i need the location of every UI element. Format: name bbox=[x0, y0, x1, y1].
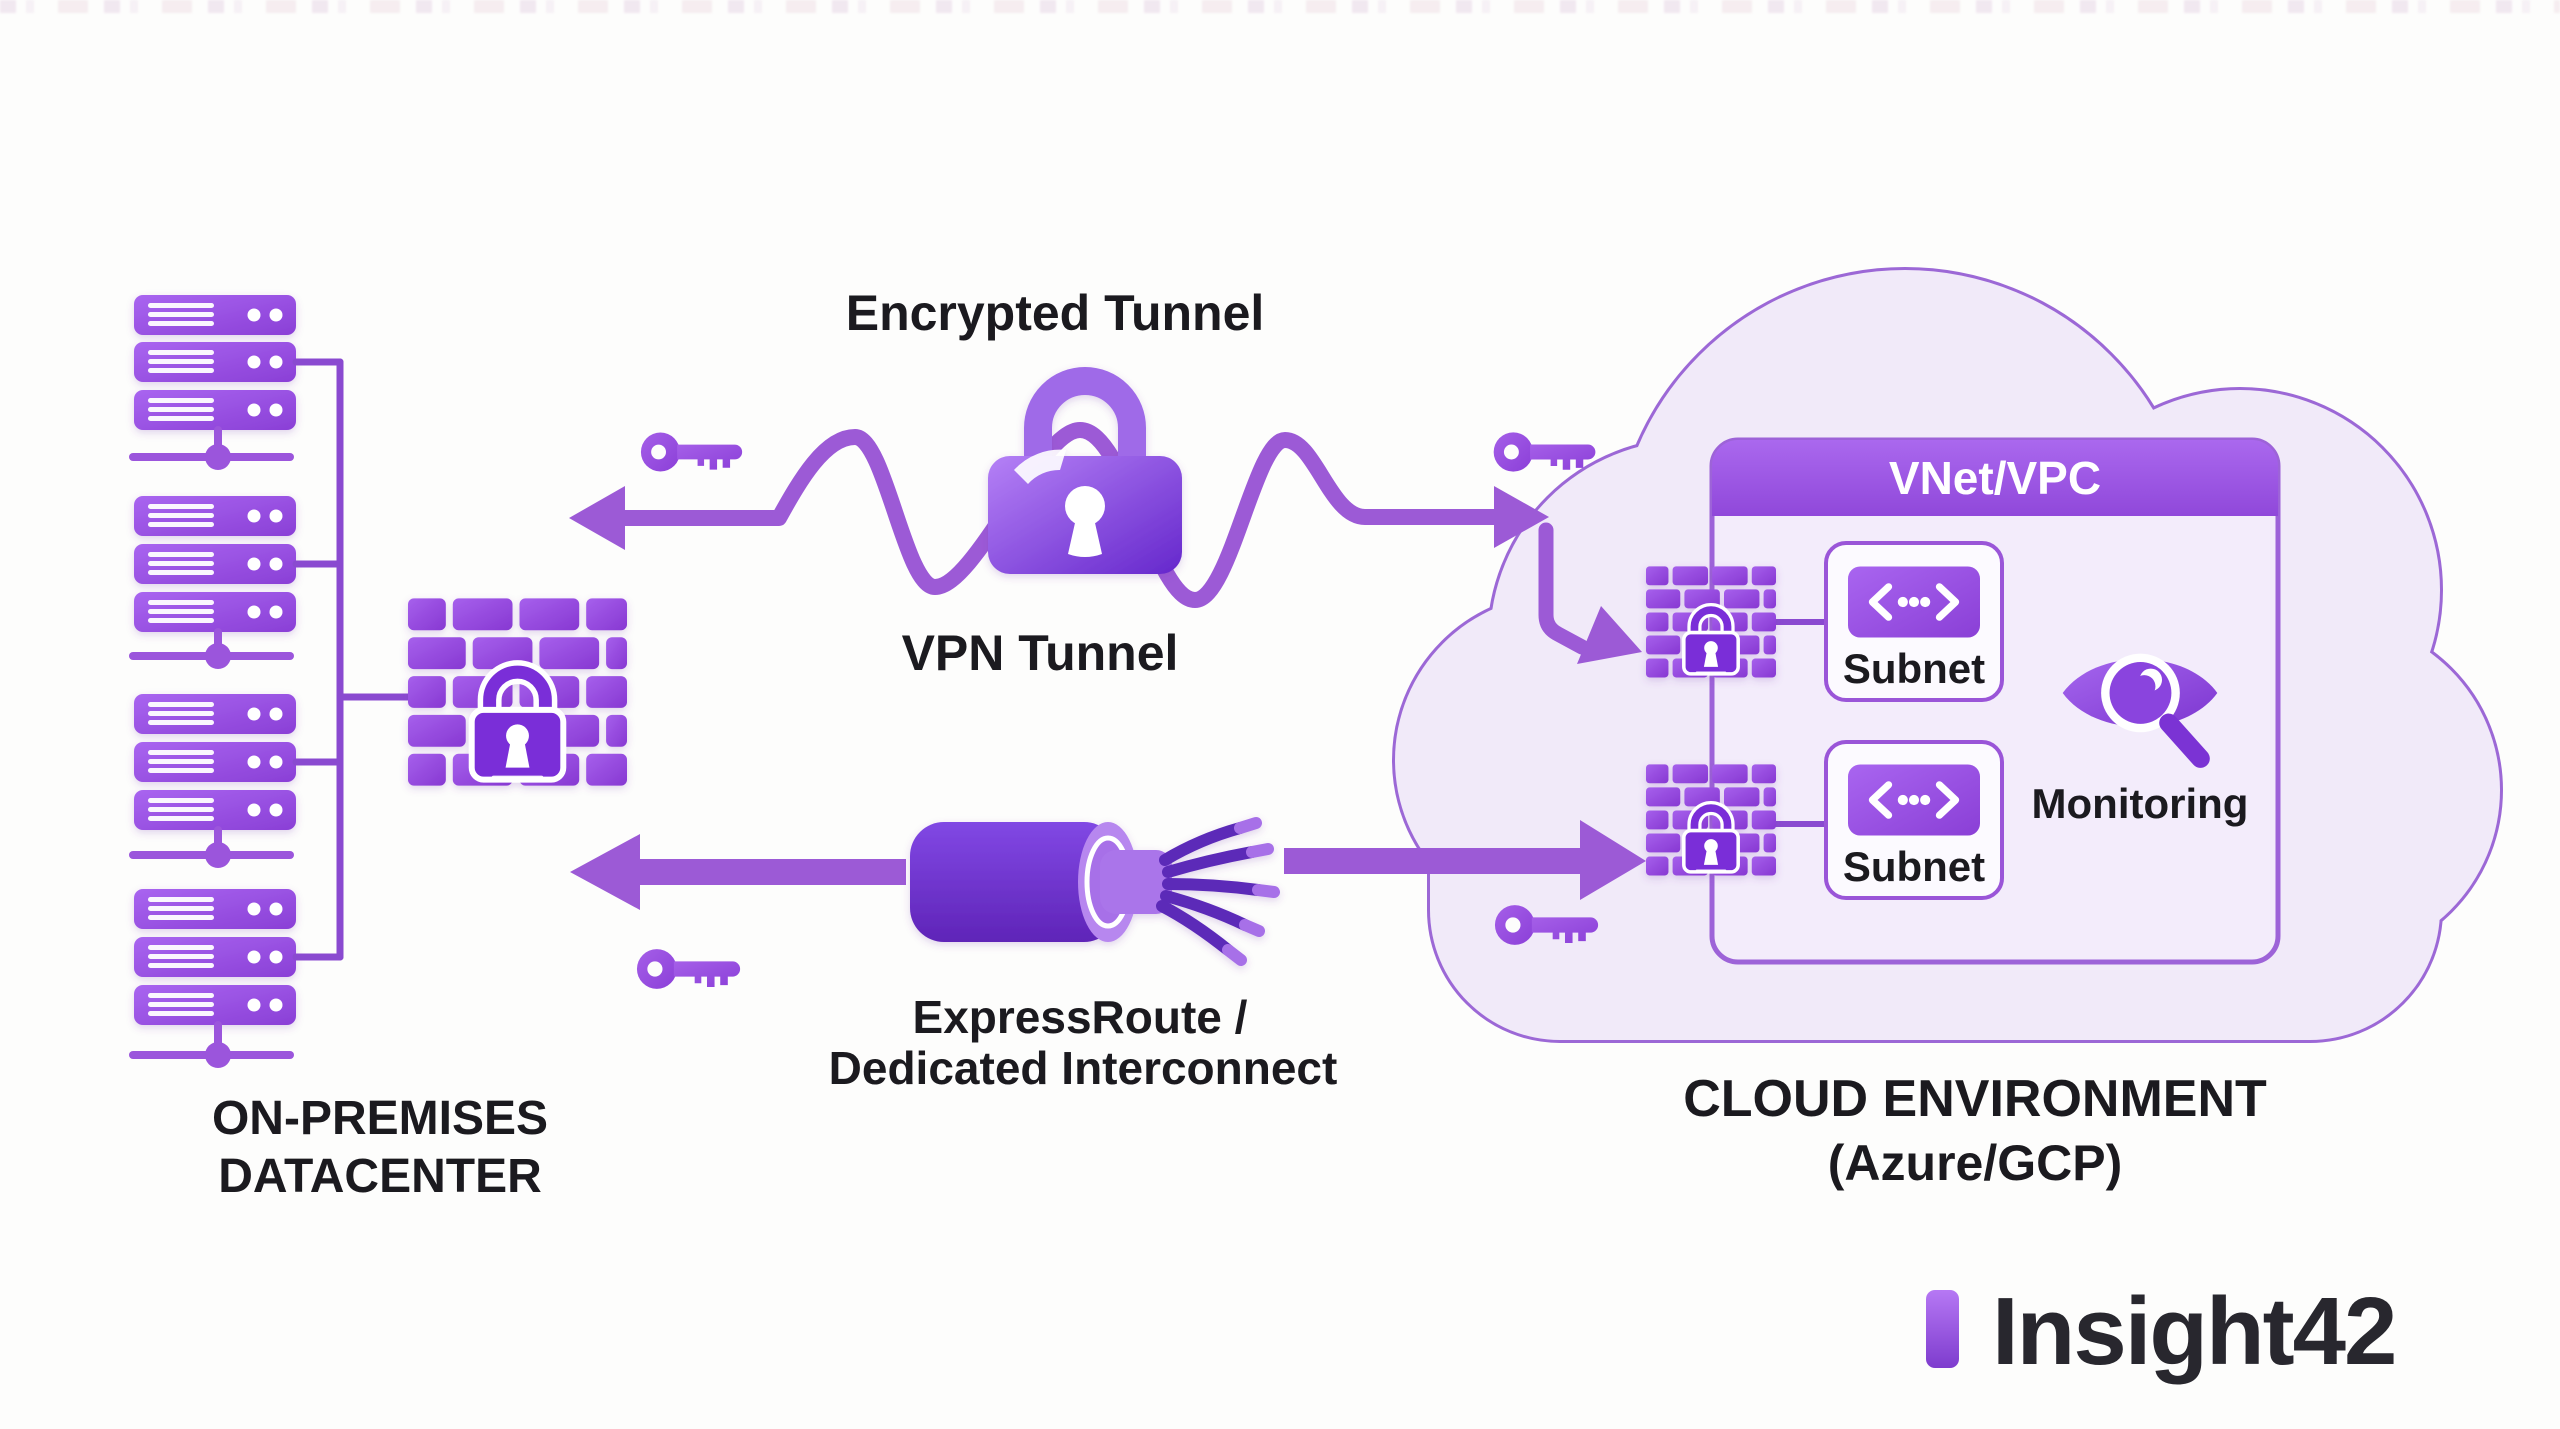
vnet-header-bar bbox=[1712, 440, 2278, 516]
vnet-connectors bbox=[1774, 619, 1826, 827]
server-rack-icon bbox=[134, 390, 296, 430]
insight42-logo: Insight42 bbox=[1926, 1278, 2397, 1385]
server-rack-icon bbox=[134, 889, 296, 929]
vpn-tunnel-path bbox=[569, 367, 1642, 664]
server-rack-icon bbox=[134, 742, 296, 782]
encryption-key-icon bbox=[640, 432, 743, 472]
network-nodes bbox=[129, 426, 294, 1068]
network-node-icon bbox=[129, 826, 294, 868]
server-rack-icon bbox=[134, 295, 296, 335]
vnet-title: VNet/VPC bbox=[1889, 452, 2101, 504]
logo-bar-icon bbox=[1926, 1290, 1959, 1368]
server-rack-icon bbox=[134, 342, 296, 382]
subnet-icon bbox=[1848, 566, 1980, 637]
arrow-left-icon bbox=[569, 486, 779, 550]
padlock-icon bbox=[988, 367, 1182, 574]
vnet-vpc-box: VNet/VPC Subnet Subnet Monitoring bbox=[1646, 437, 2281, 965]
subnet1-label: Subnet bbox=[1843, 645, 1985, 692]
cloud-label-line1: CLOUD ENVIRONMENT bbox=[1683, 1070, 2267, 1128]
expressroute-path bbox=[570, 817, 1646, 989]
network-node-icon bbox=[129, 628, 294, 669]
server-rack-icon bbox=[134, 544, 296, 584]
arrow-left-icon bbox=[570, 834, 906, 910]
expressroute-label-line1: ExpressRoute / bbox=[913, 991, 1248, 1043]
encrypted-tunnel-label: Encrypted Tunnel bbox=[846, 285, 1265, 341]
cloud-label-line2: (Azure/GCP) bbox=[1828, 1135, 2122, 1191]
arrow-down-right-icon bbox=[1577, 606, 1642, 664]
encryption-key-icon bbox=[1493, 432, 1596, 472]
vpn-wave-line bbox=[771, 421, 1508, 609]
server-rack-icon bbox=[134, 694, 296, 734]
server-rack-icon bbox=[134, 592, 296, 632]
firewall-lock-icon bbox=[408, 598, 627, 785]
arrow-right-icon bbox=[1284, 820, 1646, 900]
expressroute-label-line2: Dedicated Interconnect bbox=[829, 1042, 1338, 1094]
cropped-text-artifact bbox=[0, 0, 2560, 13]
fiber-cable-icon bbox=[910, 817, 1280, 966]
network-node-icon bbox=[129, 426, 294, 470]
server-rack-icon bbox=[134, 937, 296, 977]
network-node-icon bbox=[129, 1021, 294, 1068]
server-bus-lines bbox=[292, 358, 412, 961]
logo-text: Insight42 bbox=[1992, 1278, 2395, 1385]
elbow-connector bbox=[1538, 522, 1590, 655]
monitoring-label: Monitoring bbox=[2032, 780, 2249, 827]
onprem-label-line1: ON-PREMISES bbox=[212, 1092, 548, 1145]
encryption-key-icon bbox=[636, 949, 741, 989]
arrow-right-icon bbox=[1494, 486, 1549, 548]
server-rack-icon bbox=[134, 496, 296, 536]
server-rack-icon bbox=[134, 790, 296, 830]
onprem-label-line2: DATACENTER bbox=[218, 1150, 542, 1203]
subnet-icon bbox=[1848, 764, 1980, 835]
server-rack-icon bbox=[134, 985, 296, 1025]
vpn-tunnel-label: VPN Tunnel bbox=[902, 625, 1179, 681]
subnet2-label: Subnet bbox=[1843, 843, 1985, 890]
